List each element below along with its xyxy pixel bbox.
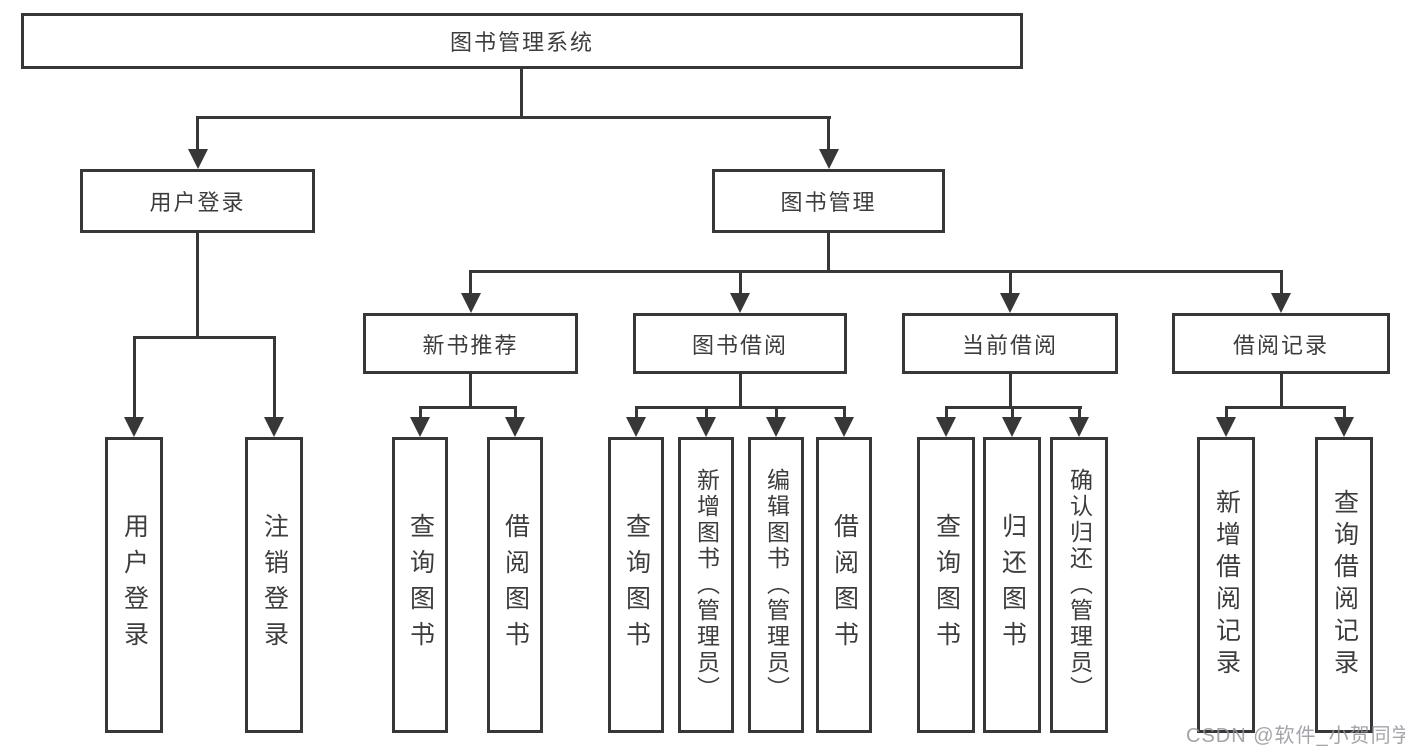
- leaf-borrow-books-1: 借阅图书: [487, 437, 543, 733]
- leaf-confirm-return-admin: 确认归还（管理员）: [1050, 437, 1108, 733]
- connector-line: [634, 407, 638, 419]
- connector-line: [634, 405, 846, 409]
- node-current-borrow-label: 当前借阅: [961, 332, 1058, 358]
- leaf-add-book-admin-label: 新增图书（管理员）: [693, 468, 720, 702]
- arrowhead: [460, 293, 481, 313]
- leaf-edit-book-admin-label: 编辑图书（管理员）: [763, 468, 790, 702]
- connector-line: [1077, 407, 1081, 419]
- arrowhead: [505, 417, 525, 437]
- node-borrow-records-label: 借阅记录: [1232, 332, 1329, 358]
- leaf-borrow-books-2-label: 借阅图书: [830, 513, 859, 657]
- node-book-management: 图书管理: [712, 169, 945, 233]
- connector-line: [196, 115, 831, 119]
- node-root: 图书管理系统: [21, 13, 1023, 69]
- connector-line: [1010, 407, 1014, 419]
- arrowhead: [264, 417, 284, 437]
- leaf-edit-book-admin: 编辑图书（管理员）: [748, 437, 804, 733]
- connector-line: [469, 269, 1283, 273]
- arrowhead: [766, 417, 786, 437]
- leaf-add-book-admin: 新增图书（管理员）: [678, 437, 734, 733]
- node-user-login: 用户登录: [80, 169, 315, 233]
- node-borrow-records: 借阅记录: [1172, 313, 1390, 374]
- leaf-query-books-1-label: 查询图书: [406, 513, 435, 657]
- connector-line: [842, 407, 846, 419]
- node-book-management-label: 图书管理: [780, 190, 877, 215]
- arrowhead: [1069, 417, 1089, 437]
- leaf-query-books-1: 查询图书: [392, 437, 448, 733]
- leaf-return-books-label: 归还图书: [998, 513, 1027, 657]
- connector-line: [469, 374, 472, 407]
- connector-line: [827, 117, 830, 151]
- leaf-logout-label: 注销登录: [260, 513, 289, 657]
- leaf-query-books-3: 查询图书: [917, 437, 975, 733]
- leaf-logout: 注销登录: [245, 437, 303, 733]
- connector-line: [132, 335, 276, 339]
- arrowhead: [1216, 417, 1236, 437]
- leaf-add-borrow-record-label: 新增借阅记录: [1212, 489, 1241, 681]
- node-book-borrow: 图书借阅: [633, 313, 847, 374]
- node-user-login-label: 用户登录: [149, 190, 246, 215]
- leaf-borrow-books-1-label: 借阅图书: [501, 513, 530, 657]
- arrowhead: [1000, 293, 1020, 313]
- leaf-query-books-2-label: 查询图书: [622, 513, 651, 657]
- leaf-query-borrow-record-label: 查询借阅记录: [1330, 489, 1359, 681]
- leaf-borrow-books-2: 借阅图书: [816, 437, 872, 733]
- leaf-confirm-return-admin-label: 确认归还（管理员）: [1066, 468, 1093, 702]
- node-new-book-recommend: 新书推荐: [363, 313, 578, 374]
- leaf-query-borrow-record: 查询借阅记录: [1315, 437, 1373, 733]
- leaf-user-login-label: 用户登录: [120, 513, 149, 657]
- connector-line: [418, 407, 422, 419]
- node-book-borrow-label: 图书借阅: [691, 332, 788, 358]
- leaf-add-borrow-record: 新增借阅记录: [1197, 437, 1255, 733]
- arrowhead: [696, 417, 716, 437]
- node-root-label: 图书管理系统: [449, 30, 594, 55]
- connector-line: [1008, 271, 1012, 295]
- arrowhead: [730, 293, 750, 313]
- arrowhead: [1271, 293, 1291, 313]
- connector-line: [827, 233, 830, 273]
- connector-line: [738, 374, 742, 407]
- connector-line: [704, 407, 708, 419]
- connector-line: [1279, 374, 1283, 407]
- arrowhead: [834, 417, 854, 437]
- connector-line: [196, 117, 199, 151]
- connector-line: [1342, 407, 1346, 419]
- connector-line: [272, 337, 276, 419]
- connector-line: [738, 271, 742, 295]
- connector-line: [418, 405, 517, 409]
- connector-line: [1224, 407, 1228, 419]
- arrowhead: [410, 417, 430, 437]
- node-current-borrow: 当前借阅: [902, 313, 1118, 374]
- leaf-query-books-3-label: 查询图书: [932, 513, 961, 657]
- connector-line: [132, 337, 136, 419]
- connector-line: [944, 407, 948, 419]
- leaf-user-login: 用户登录: [105, 437, 163, 733]
- arrowhead: [936, 417, 956, 437]
- arrowhead: [187, 149, 208, 169]
- connector-line: [196, 233, 199, 337]
- connector-line: [774, 407, 778, 419]
- node-new-book-recommend-label: 新书推荐: [422, 332, 519, 358]
- arrowhead: [1002, 417, 1022, 437]
- connector-line: [1224, 405, 1346, 409]
- arrowhead: [124, 417, 144, 437]
- connector-line: [1008, 374, 1012, 407]
- connector-line: [1279, 271, 1283, 295]
- arrowhead: [626, 417, 646, 437]
- connector-line: [520, 69, 523, 119]
- arrowhead: [818, 149, 839, 169]
- connector-line: [513, 407, 517, 419]
- connector-line: [469, 271, 472, 295]
- leaf-return-books: 归还图书: [983, 437, 1041, 733]
- leaf-query-books-2: 查询图书: [608, 437, 664, 733]
- arrowhead: [1334, 417, 1354, 437]
- watermark: CSDN @软件_小贺同学: [1186, 725, 1405, 747]
